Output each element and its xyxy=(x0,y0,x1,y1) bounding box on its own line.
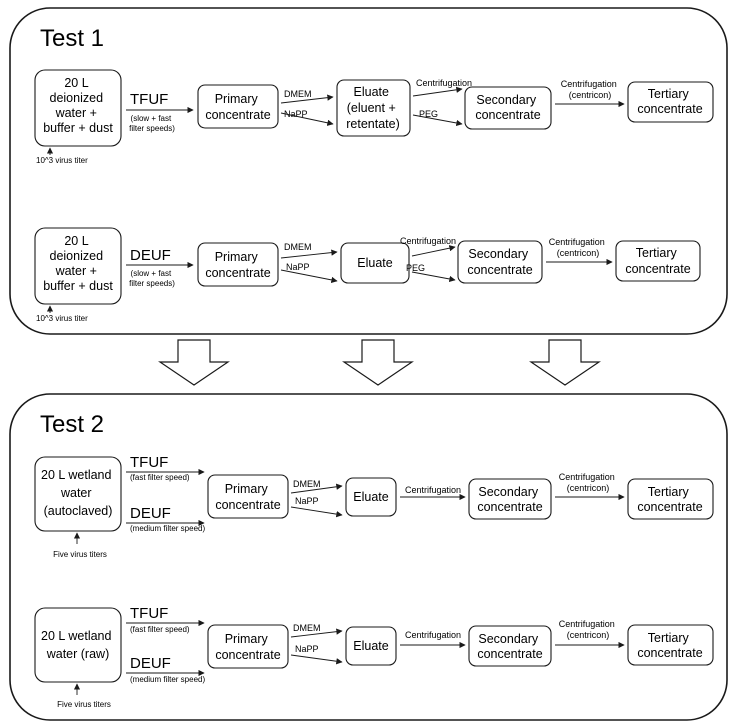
proc-a-arrow xyxy=(411,245,456,257)
reagent-a-arrow xyxy=(280,94,334,104)
secondary-box xyxy=(457,240,543,284)
tertiary-box xyxy=(627,478,714,520)
reagent-a-label: DMEM xyxy=(284,242,312,252)
primary-box xyxy=(207,474,289,519)
tertiary-label: Tertiary concentrate xyxy=(637,631,702,660)
primary-label: Primary concentrate xyxy=(215,482,280,512)
final-proc-label: Centrifugation (centricon) xyxy=(561,79,620,100)
method-a-label: TFUF xyxy=(130,454,168,471)
eluate-label: Eluate xyxy=(353,490,388,504)
final-proc-label: Centrifugation (centricon) xyxy=(549,237,608,258)
reagent-b-arrow xyxy=(290,654,343,665)
reagent-b-arrow xyxy=(280,112,334,126)
test1-row2: 20 L deionized water + buffer + dust 10^… xyxy=(34,227,701,323)
primary-box xyxy=(197,84,279,129)
source-label: 20 L wetland water (autoclaved) xyxy=(41,468,115,518)
test1-title: Test 1 xyxy=(40,25,104,52)
reagent-b-label: NaPP xyxy=(284,109,308,119)
tertiary-box xyxy=(627,624,714,666)
eluate-label: Eluate xyxy=(353,639,388,653)
source-box xyxy=(34,227,122,305)
reagent-b-label: NaPP xyxy=(286,262,310,272)
secondary-label: Secondary concentrate xyxy=(467,247,532,277)
speed-b-label: (medium filter speed) xyxy=(130,524,205,533)
proc-a-label: Centrifugation xyxy=(400,236,456,246)
eluate-box xyxy=(345,477,397,517)
down-arrow-icon xyxy=(342,339,414,386)
secondary-box xyxy=(468,625,552,667)
speed-a-label: (fast filter speed) xyxy=(130,473,190,482)
reagent-a-arrow xyxy=(280,249,338,259)
tertiary-box xyxy=(627,81,714,123)
transition-arrows xyxy=(158,339,601,386)
reagent-a-label: DMEM xyxy=(284,89,312,99)
proc-b-arrow xyxy=(411,271,456,283)
reagent-a-arrow xyxy=(290,628,343,638)
proc-b-arrow xyxy=(412,114,463,127)
secondary-box xyxy=(464,86,552,130)
method-a-label: TFUF xyxy=(130,605,168,622)
reagent-b-label: NaPP xyxy=(295,644,319,654)
test2-title: Test 2 xyxy=(40,411,104,438)
titer-label: Five virus titers xyxy=(53,550,107,559)
titer-label: 10^3 virus titer xyxy=(36,314,88,323)
reagent-b-arrow xyxy=(290,506,343,518)
source-box xyxy=(34,607,122,683)
speed-label: (slow + fast filter speeds) xyxy=(129,269,175,288)
method-label: TFUF xyxy=(130,91,168,108)
down-arrow-icon xyxy=(158,339,230,386)
reagent-a-label: DMEM xyxy=(293,479,321,489)
source-box xyxy=(34,456,122,532)
titer-label: Five virus titers xyxy=(57,700,111,709)
primary-box xyxy=(197,242,279,287)
primary-box xyxy=(207,624,289,669)
proc-b-label: PEG xyxy=(406,263,425,273)
final-proc-label: Centrifugation (centricon) xyxy=(559,619,618,640)
source-box xyxy=(34,69,122,147)
tertiary-label: Tertiary concentrate xyxy=(625,246,690,276)
reagent-a-label: DMEM xyxy=(293,623,321,633)
tertiary-label: Tertiary concentrate xyxy=(637,485,702,514)
reagent-b-arrow xyxy=(280,269,338,283)
primary-label: Primary concentrate xyxy=(205,250,270,280)
method-b-label: DEUF xyxy=(130,505,171,522)
eluate-box xyxy=(340,242,410,284)
down-arrow-icon xyxy=(529,339,601,386)
titer-label: 10^3 virus titer xyxy=(36,156,88,165)
secondary-label: Secondary concentrate xyxy=(475,93,540,122)
eluate-box xyxy=(345,626,397,666)
speed-b-label: (medium filter speed) xyxy=(130,675,205,684)
primary-label: Primary concentrate xyxy=(205,92,270,122)
tertiary-box xyxy=(615,240,701,282)
secondary-label: Secondary concentrate xyxy=(477,485,542,514)
proc-a-label: Centrifugation xyxy=(416,78,472,88)
source-label: 20 L deionized water + buffer + dust xyxy=(43,76,113,135)
reagent-b-label: NaPP xyxy=(295,496,319,506)
test2-row2: 20 L wetland water (raw) Five virus tite… xyxy=(34,605,714,709)
source-label: 20 L wetland water (raw) xyxy=(41,629,115,661)
eluate-label: Eluate xyxy=(357,256,392,270)
proc-a-arrow xyxy=(412,86,463,97)
speed-a-label: (fast filter speed) xyxy=(130,625,190,634)
method-b-label: DEUF xyxy=(130,655,171,672)
proc-label: Centrifugation xyxy=(405,485,461,495)
source-label: 20 L deionized water + buffer + dust xyxy=(43,234,113,293)
test2-row1: 20 L wetland water (autoclaved) Five vir… xyxy=(34,454,714,559)
eluate-label: Eluate (eluent + retentate) xyxy=(346,85,400,131)
eluate-box xyxy=(336,79,411,137)
tertiary-label: Tertiary concentrate xyxy=(637,87,702,116)
primary-label: Primary concentrate xyxy=(215,632,280,662)
speed-label: (slow + fast filter speeds) xyxy=(129,114,175,133)
proc-b-label: PEG xyxy=(419,109,438,119)
secondary-label: Secondary concentrate xyxy=(477,632,542,661)
test1-row1: 20 L deionized water + buffer + dust 10^… xyxy=(34,69,714,165)
secondary-box xyxy=(468,478,552,520)
method-label: DEUF xyxy=(130,247,171,264)
reagent-a-arrow xyxy=(290,483,343,494)
final-proc-label: Centrifugation (centricon) xyxy=(559,472,618,493)
proc-label: Centrifugation xyxy=(405,630,461,640)
